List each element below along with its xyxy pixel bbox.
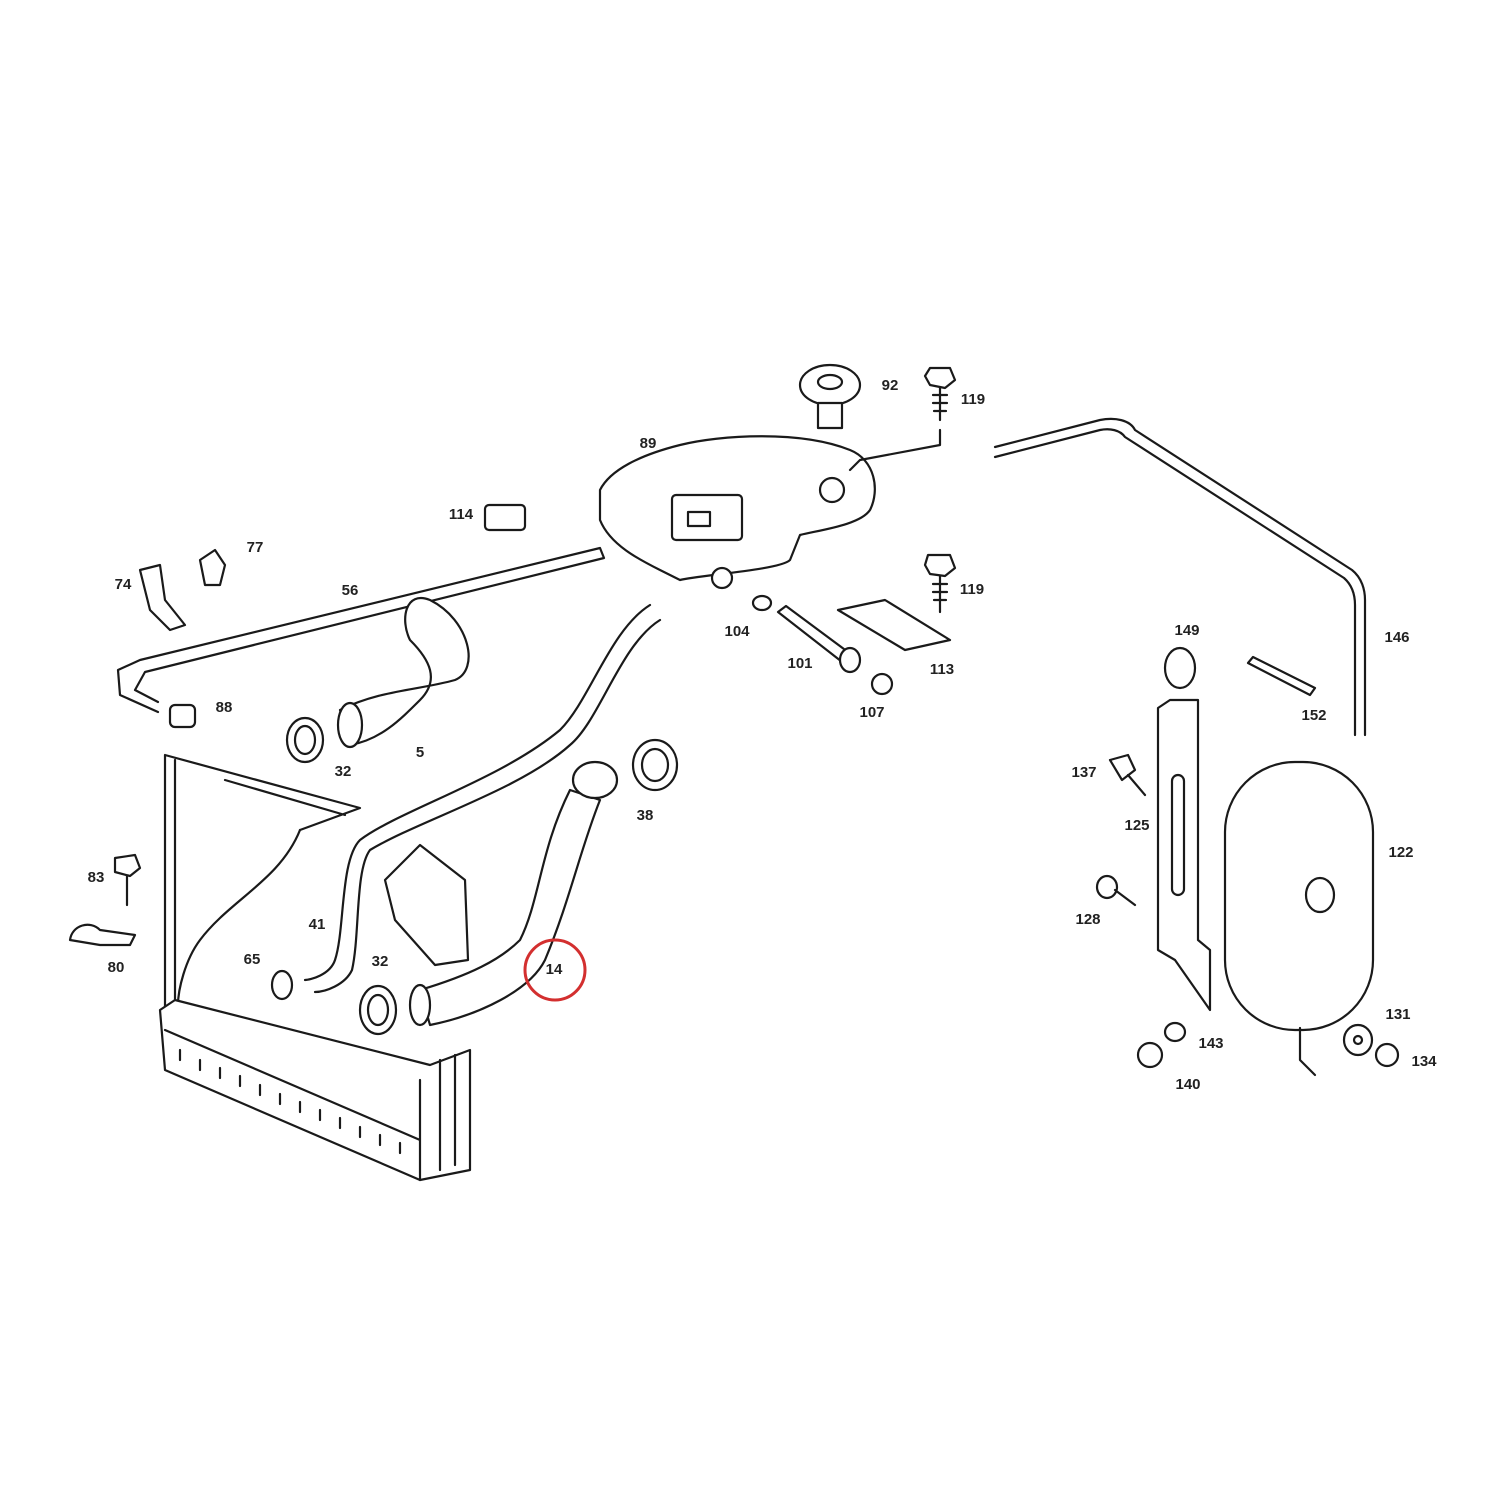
clip-80 [68, 923, 137, 947]
screw-119-mid [923, 553, 957, 614]
part-label-32-top[interactable]: 32 [335, 763, 352, 780]
expansion-tank [598, 428, 942, 590]
part-label-137[interactable]: 137 [1071, 764, 1096, 781]
part-label-32-bottom[interactable]: 32 [372, 953, 389, 970]
part-label-107[interactable]: 107 [859, 704, 884, 721]
washer-131 [1342, 1023, 1374, 1057]
part-label-125[interactable]: 125 [1124, 817, 1149, 834]
part-label-149[interactable]: 149 [1174, 622, 1199, 639]
hose-146 [993, 417, 1367, 737]
pipe-101 [776, 604, 862, 674]
hose-56 [116, 546, 606, 714]
part-label-89[interactable]: 89 [640, 435, 657, 452]
part-label-119-top[interactable]: 119 [961, 391, 985, 408]
hose-clamp-38 [631, 738, 679, 792]
hose-5-end [336, 701, 364, 749]
part-label-41[interactable]: 41 [309, 916, 326, 933]
hose-14-top [571, 760, 619, 800]
part-label-131[interactable]: 131 [1385, 1006, 1410, 1023]
part-label-104[interactable]: 104 [724, 623, 750, 640]
hose-clamp-65 [270, 969, 294, 1001]
part-label-113[interactable]: 113 [930, 661, 954, 678]
hose-clamp-32-bottom [358, 984, 398, 1036]
part-label-83[interactable]: 83 [88, 869, 105, 886]
clip-114 [483, 503, 527, 532]
part-label-65[interactable]: 65 [244, 951, 261, 968]
nut-134 [1374, 1042, 1400, 1068]
seal-ring-104 [751, 594, 773, 612]
bolt-128 [1095, 874, 1137, 907]
bracket-74 [138, 563, 187, 632]
part-label-128[interactable]: 128 [1075, 911, 1100, 928]
screw-137 [1108, 753, 1147, 797]
nut-140 [1136, 1041, 1164, 1069]
clip-88 [168, 703, 197, 729]
part-label-146[interactable]: 146 [1384, 629, 1409, 646]
part-label-5[interactable]: 5 [416, 744, 424, 761]
hose-clamp-32-top [285, 716, 325, 764]
washer-143 [1163, 1021, 1187, 1043]
strip-152 [1246, 655, 1317, 697]
part-label-88[interactable]: 88 [216, 699, 233, 716]
part-label-101[interactable]: 101 [787, 655, 812, 672]
screw-83 [113, 853, 142, 907]
part-label-56[interactable]: 56 [342, 582, 359, 599]
part-label-14[interactable]: 14 [546, 961, 563, 978]
bracket-125 [1156, 698, 1212, 1012]
part-label-80[interactable]: 80 [108, 959, 125, 976]
reservoir-122 [1223, 760, 1375, 1077]
grommet-149 [1163, 646, 1197, 690]
part-label-119-mid[interactable]: 119 [960, 581, 984, 598]
screw-119-top [923, 366, 957, 422]
highlight-circle [523, 938, 587, 1002]
part-label-143[interactable]: 143 [1198, 1035, 1223, 1052]
part-label-140[interactable]: 140 [1175, 1076, 1200, 1093]
part-label-134[interactable]: 134 [1411, 1053, 1437, 1070]
hose-14-end [408, 983, 432, 1027]
hose-41 [303, 603, 662, 994]
part-label-77[interactable]: 77 [247, 539, 264, 556]
part-label-122[interactable]: 122 [1388, 844, 1413, 861]
clip-77 [198, 548, 227, 587]
part-label-114[interactable]: 114 [449, 506, 474, 523]
shroud-piece [383, 843, 470, 967]
part-label-74[interactable]: 74 [115, 576, 132, 593]
part-label-38[interactable]: 38 [637, 807, 654, 824]
clip-107 [870, 672, 894, 696]
radiator [158, 753, 472, 1182]
hose-14 [418, 788, 602, 1027]
radiator-cap [798, 363, 862, 430]
part-label-92[interactable]: 92 [882, 377, 899, 394]
part-label-152[interactable]: 152 [1301, 707, 1326, 724]
hose-5 [338, 596, 470, 747]
bracket-113 [836, 598, 952, 652]
